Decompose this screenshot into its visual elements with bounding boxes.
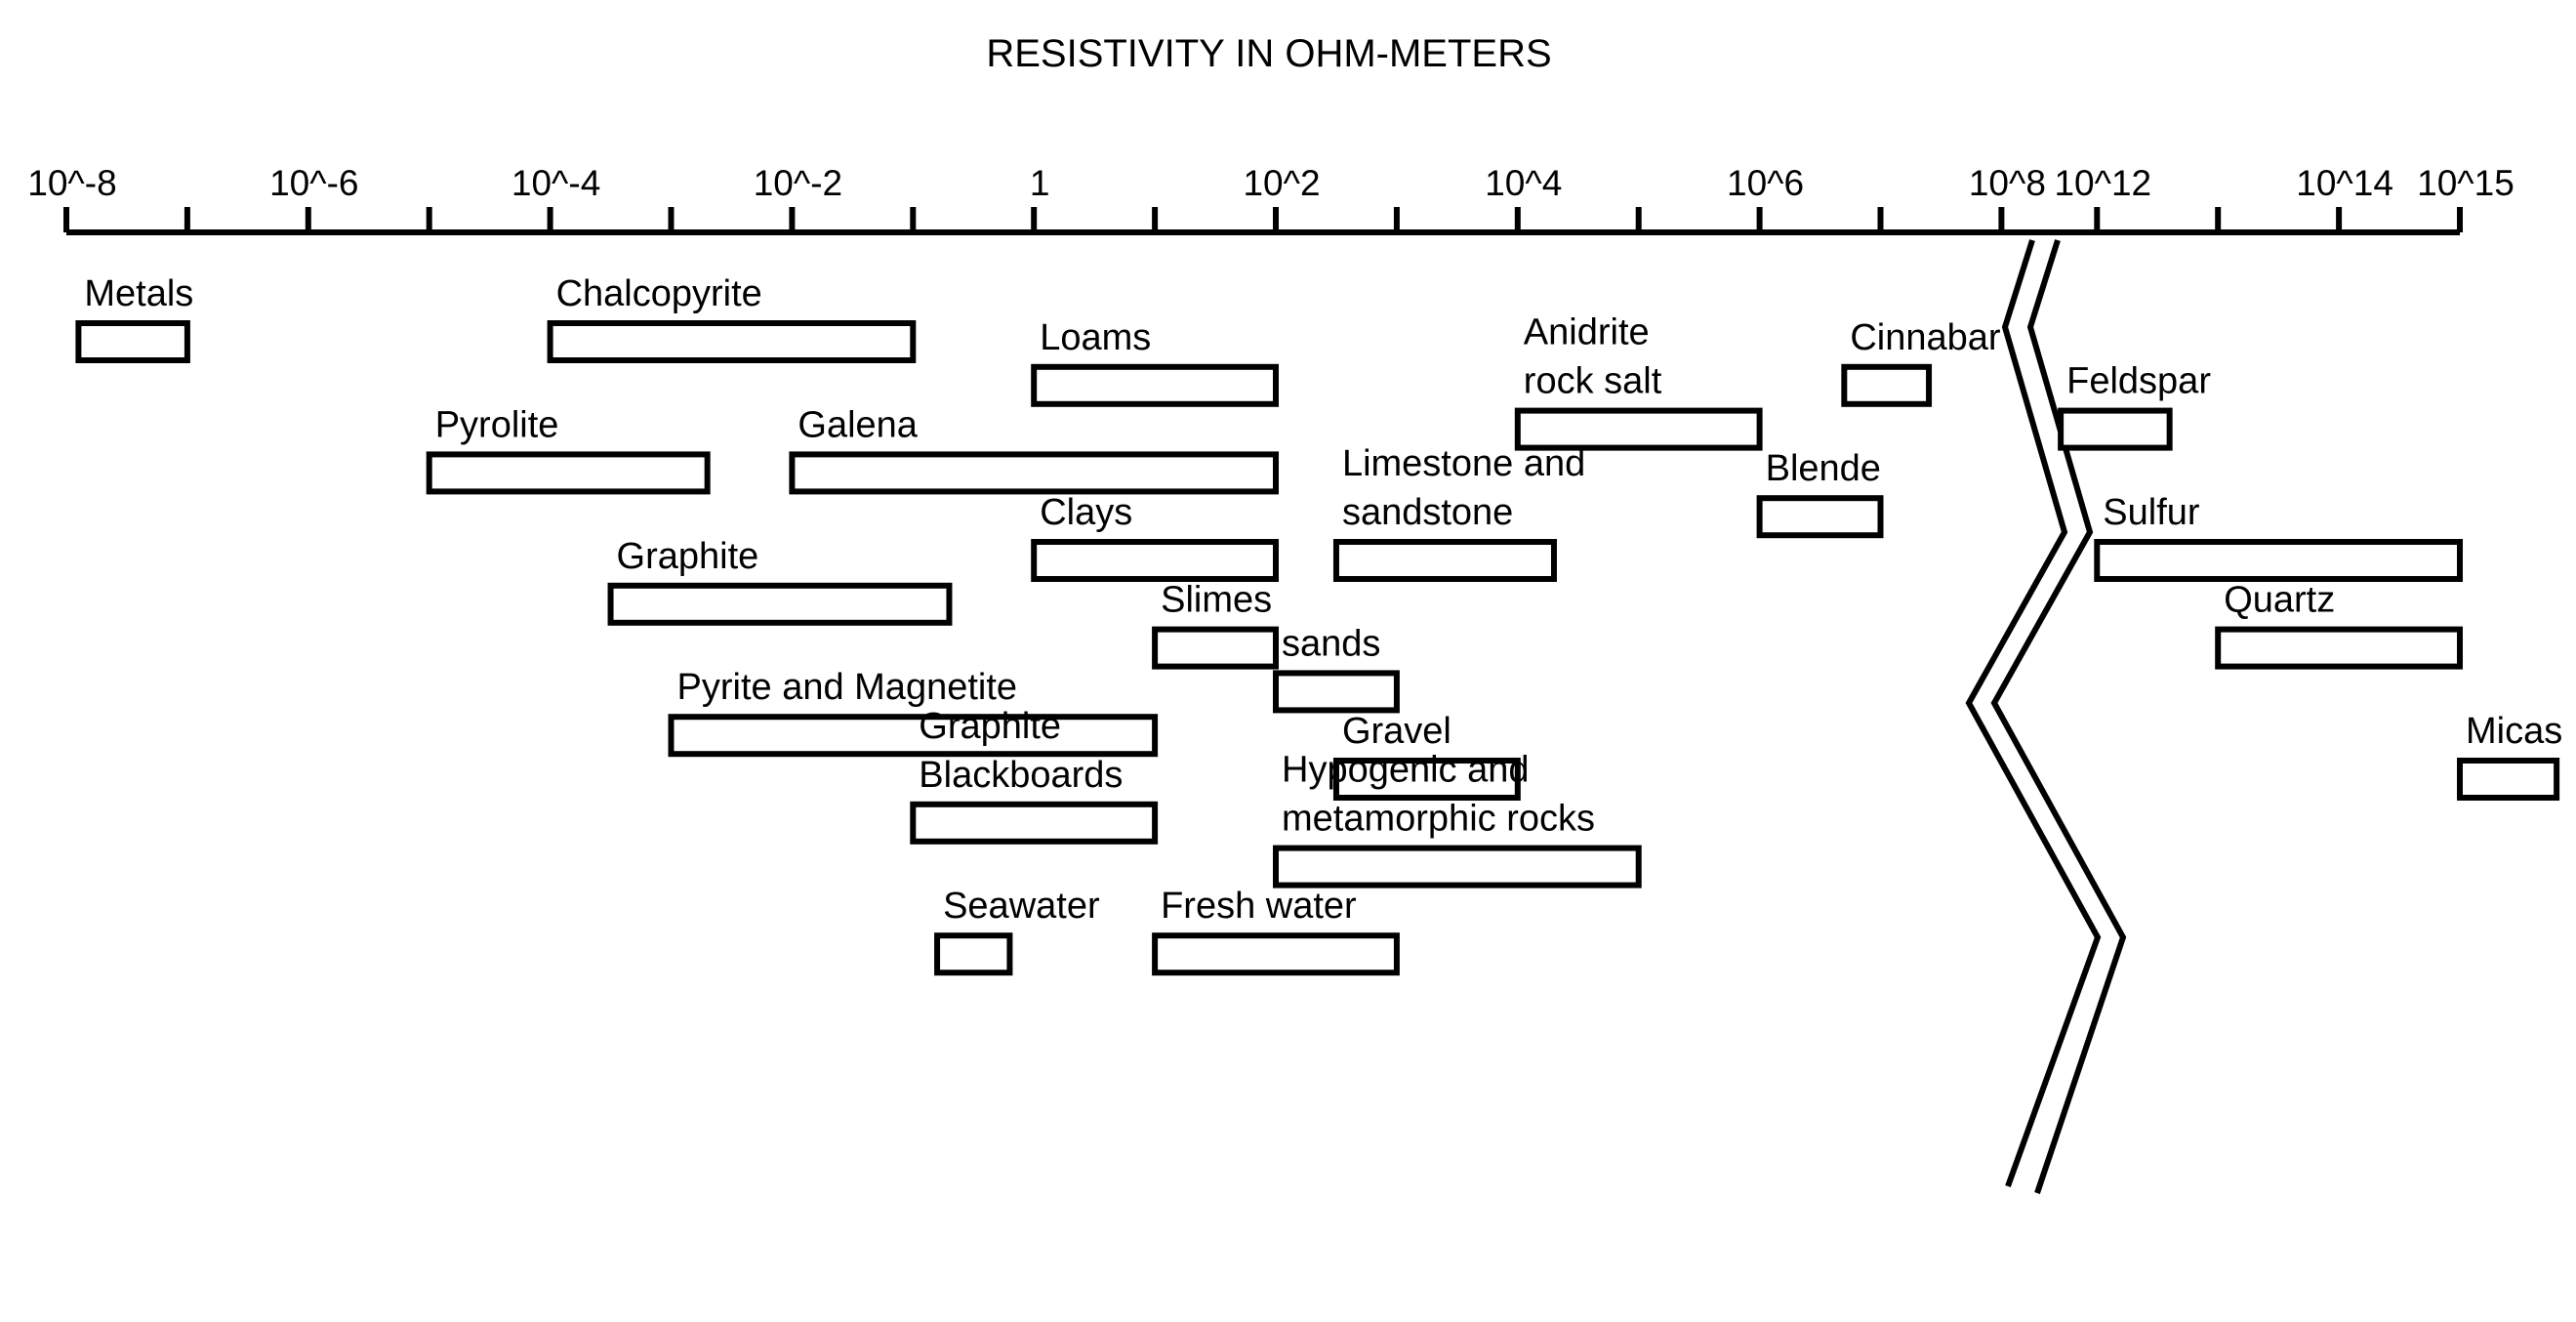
tick-label: 10^15 xyxy=(2417,163,2515,203)
range-bar xyxy=(668,714,1159,758)
bar-label: Micas xyxy=(2466,711,2562,752)
range-bar xyxy=(2058,407,2173,451)
bar-label: Graphite xyxy=(919,706,1061,747)
bar-label: Gravel xyxy=(1342,711,1452,752)
material-range: Quartz xyxy=(2215,580,2463,670)
range-bar xyxy=(1332,539,1557,582)
bar-label: Hypogenic and xyxy=(1282,750,1530,791)
range-bar xyxy=(1514,407,1763,451)
tick-label: 10^6 xyxy=(1727,163,1804,203)
material-range: Sulfur xyxy=(2094,492,2464,582)
chart-title: RESISTIVITY IN OHM-METERS xyxy=(986,32,1551,75)
material-range: Hypogenic and metamorphic rocks xyxy=(1273,750,1642,888)
bar-label: Graphite xyxy=(617,536,759,577)
tick-label: 10^4 xyxy=(1485,163,1562,203)
tick-label: 10^12 xyxy=(2054,163,2151,203)
bar-label: sands xyxy=(1282,623,1380,664)
material-range: Feldspar xyxy=(2058,361,2211,451)
material-range: Loams xyxy=(1031,317,1279,407)
bar-label: Slimes xyxy=(1161,580,1272,621)
tick-label: 1 xyxy=(1030,163,1050,203)
bar-label: Limestone and xyxy=(1342,443,1585,484)
bar-label: Feldspar xyxy=(2066,361,2211,402)
bar-label: Blackboards xyxy=(919,755,1123,796)
bar-label: Pyrite and Magnetite xyxy=(677,667,1018,708)
range-bar xyxy=(607,582,953,626)
range-bar xyxy=(2215,626,2463,670)
material-range: Gravel xyxy=(1332,711,1521,801)
range-bar xyxy=(2457,758,2560,801)
range-bar xyxy=(1273,845,1642,888)
tick-label: 10^-2 xyxy=(754,163,842,203)
range-bar xyxy=(1756,495,1884,539)
range-bar xyxy=(1031,539,1279,582)
range-bar xyxy=(910,801,1159,845)
range-bar xyxy=(789,451,1280,495)
tick-label: 10^-4 xyxy=(511,163,600,203)
bar-label: Seawater xyxy=(943,886,1100,927)
material-range: Pyrolite xyxy=(426,404,711,495)
range-bar xyxy=(1332,758,1521,801)
bar-label: Metals xyxy=(84,273,193,314)
tick-label: 10^-6 xyxy=(269,163,358,203)
bar-label: Fresh water xyxy=(1161,886,1357,927)
tick-label: 10^14 xyxy=(2296,163,2393,203)
range-bar xyxy=(934,932,1013,976)
material-range: Cinnabar xyxy=(1841,317,2001,407)
bar-label: Galena xyxy=(797,404,918,445)
range-bar xyxy=(547,320,917,363)
material-range: Fresh water xyxy=(1152,886,1400,976)
material-range: Limestone and sandstone xyxy=(1332,443,1585,582)
bar-label: Pyrolite xyxy=(435,404,559,445)
range-bar xyxy=(1152,626,1279,670)
bar-label: Loams xyxy=(1040,317,1151,358)
material-range: Galena xyxy=(789,404,1280,495)
material-range: Clays xyxy=(1031,492,1279,582)
material-range: Seawater xyxy=(934,886,1100,976)
bar-label: Anidrite xyxy=(1524,312,1650,353)
range-bar xyxy=(1152,932,1400,976)
bar-label: rock salt xyxy=(1524,361,1662,402)
material-range: Micas xyxy=(2457,711,2562,801)
bar-label: sandstone xyxy=(1342,492,1513,533)
bar-label: metamorphic rocks xyxy=(1282,799,1595,840)
bar-label: Cinnabar xyxy=(1850,317,2001,358)
material-range: Metals xyxy=(75,273,193,363)
material-range: Graphite xyxy=(607,536,953,626)
range-bar xyxy=(1031,363,1279,407)
material-range: Pyrite and Magnetite xyxy=(668,667,1159,758)
material-range: Chalcopyrite xyxy=(547,273,917,363)
material-range: Blende xyxy=(1756,448,1884,539)
bar-label: Clays xyxy=(1040,492,1132,533)
bar-label: Chalcopyrite xyxy=(556,273,762,314)
tick-label: 10^-8 xyxy=(27,163,116,203)
range-bar xyxy=(1273,670,1400,714)
axis-break-symbol xyxy=(1965,239,2127,1194)
range-bar xyxy=(1841,363,1933,407)
material-range: Anidrite rock salt xyxy=(1514,312,1763,451)
range-bar xyxy=(426,451,711,495)
material-range: Slimes xyxy=(1152,580,1279,670)
bar-label: Quartz xyxy=(2224,580,2335,621)
material-range: sands xyxy=(1273,623,1400,714)
tick-label: 10^2 xyxy=(1243,163,1320,203)
range-bar xyxy=(75,320,190,363)
range-bar xyxy=(2094,539,2464,582)
tick-label: 10^8 xyxy=(1969,163,2046,203)
bar-label: Sulfur xyxy=(2103,492,2200,533)
bar-label: Blende xyxy=(1766,448,1881,489)
